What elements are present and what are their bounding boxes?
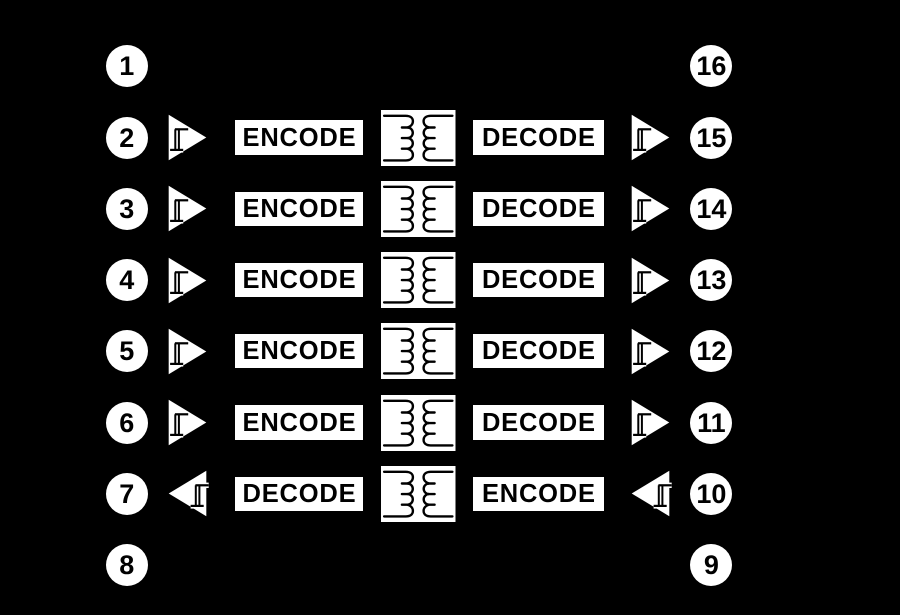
pin-14: 14 xyxy=(690,187,733,230)
pin-10: 10 xyxy=(690,472,733,515)
encode-block: ENCODE xyxy=(234,405,364,440)
schmitt-trigger-buffer-icon xyxy=(167,256,211,305)
encode-block: ENCODE xyxy=(234,262,364,298)
schmitt-trigger-buffer-icon xyxy=(630,184,674,233)
pin-2: 2 xyxy=(105,116,148,159)
schmitt-trigger-buffer-icon xyxy=(630,256,674,305)
pin-8: 8 xyxy=(105,544,148,586)
pin-6: 6 xyxy=(105,401,148,444)
decode-block: DECODE xyxy=(473,191,604,226)
schmitt-trigger-buffer-icon xyxy=(167,113,211,162)
schmitt-trigger-buffer-icon xyxy=(630,469,674,518)
encode-block: ENCODE xyxy=(234,191,364,226)
pin-5: 5 xyxy=(105,330,148,373)
encode-block: ENCODE xyxy=(234,334,364,369)
schmitt-trigger-buffer-icon xyxy=(167,327,211,376)
pin-15: 15 xyxy=(690,116,733,159)
decode-block: DECODE xyxy=(473,262,604,298)
schmitt-trigger-buffer-icon xyxy=(167,184,211,233)
pin-1: 1 xyxy=(105,45,148,88)
pin-13: 13 xyxy=(690,259,733,302)
encode-block: ENCODE xyxy=(234,120,364,155)
decode-block: DECODE xyxy=(473,405,604,440)
transformer-icon xyxy=(381,252,456,309)
transformer-icon xyxy=(381,109,456,166)
pin-4: 4 xyxy=(105,259,148,302)
decode-block: DECODE xyxy=(473,120,604,155)
schmitt-trigger-buffer-icon xyxy=(630,113,674,162)
schmitt-trigger-buffer-icon xyxy=(630,327,674,376)
pin-7: 7 xyxy=(105,472,148,515)
transformer-icon xyxy=(381,323,456,380)
pin-3: 3 xyxy=(105,187,148,230)
pin-9: 9 xyxy=(690,544,733,586)
pin-11: 11 xyxy=(690,401,733,444)
transformer-icon xyxy=(381,180,456,237)
decode-block: DECODE xyxy=(234,476,364,511)
schmitt-trigger-buffer-icon xyxy=(630,398,674,447)
schmitt-trigger-buffer-icon xyxy=(167,469,211,518)
transformer-icon xyxy=(381,465,456,522)
schmitt-trigger-buffer-icon xyxy=(167,398,211,447)
transformer-icon xyxy=(381,394,456,451)
pin-12: 12 xyxy=(690,330,733,373)
decode-block: DECODE xyxy=(473,334,604,369)
pin-16: 16 xyxy=(690,45,733,88)
encode-block: ENCODE xyxy=(473,476,604,511)
